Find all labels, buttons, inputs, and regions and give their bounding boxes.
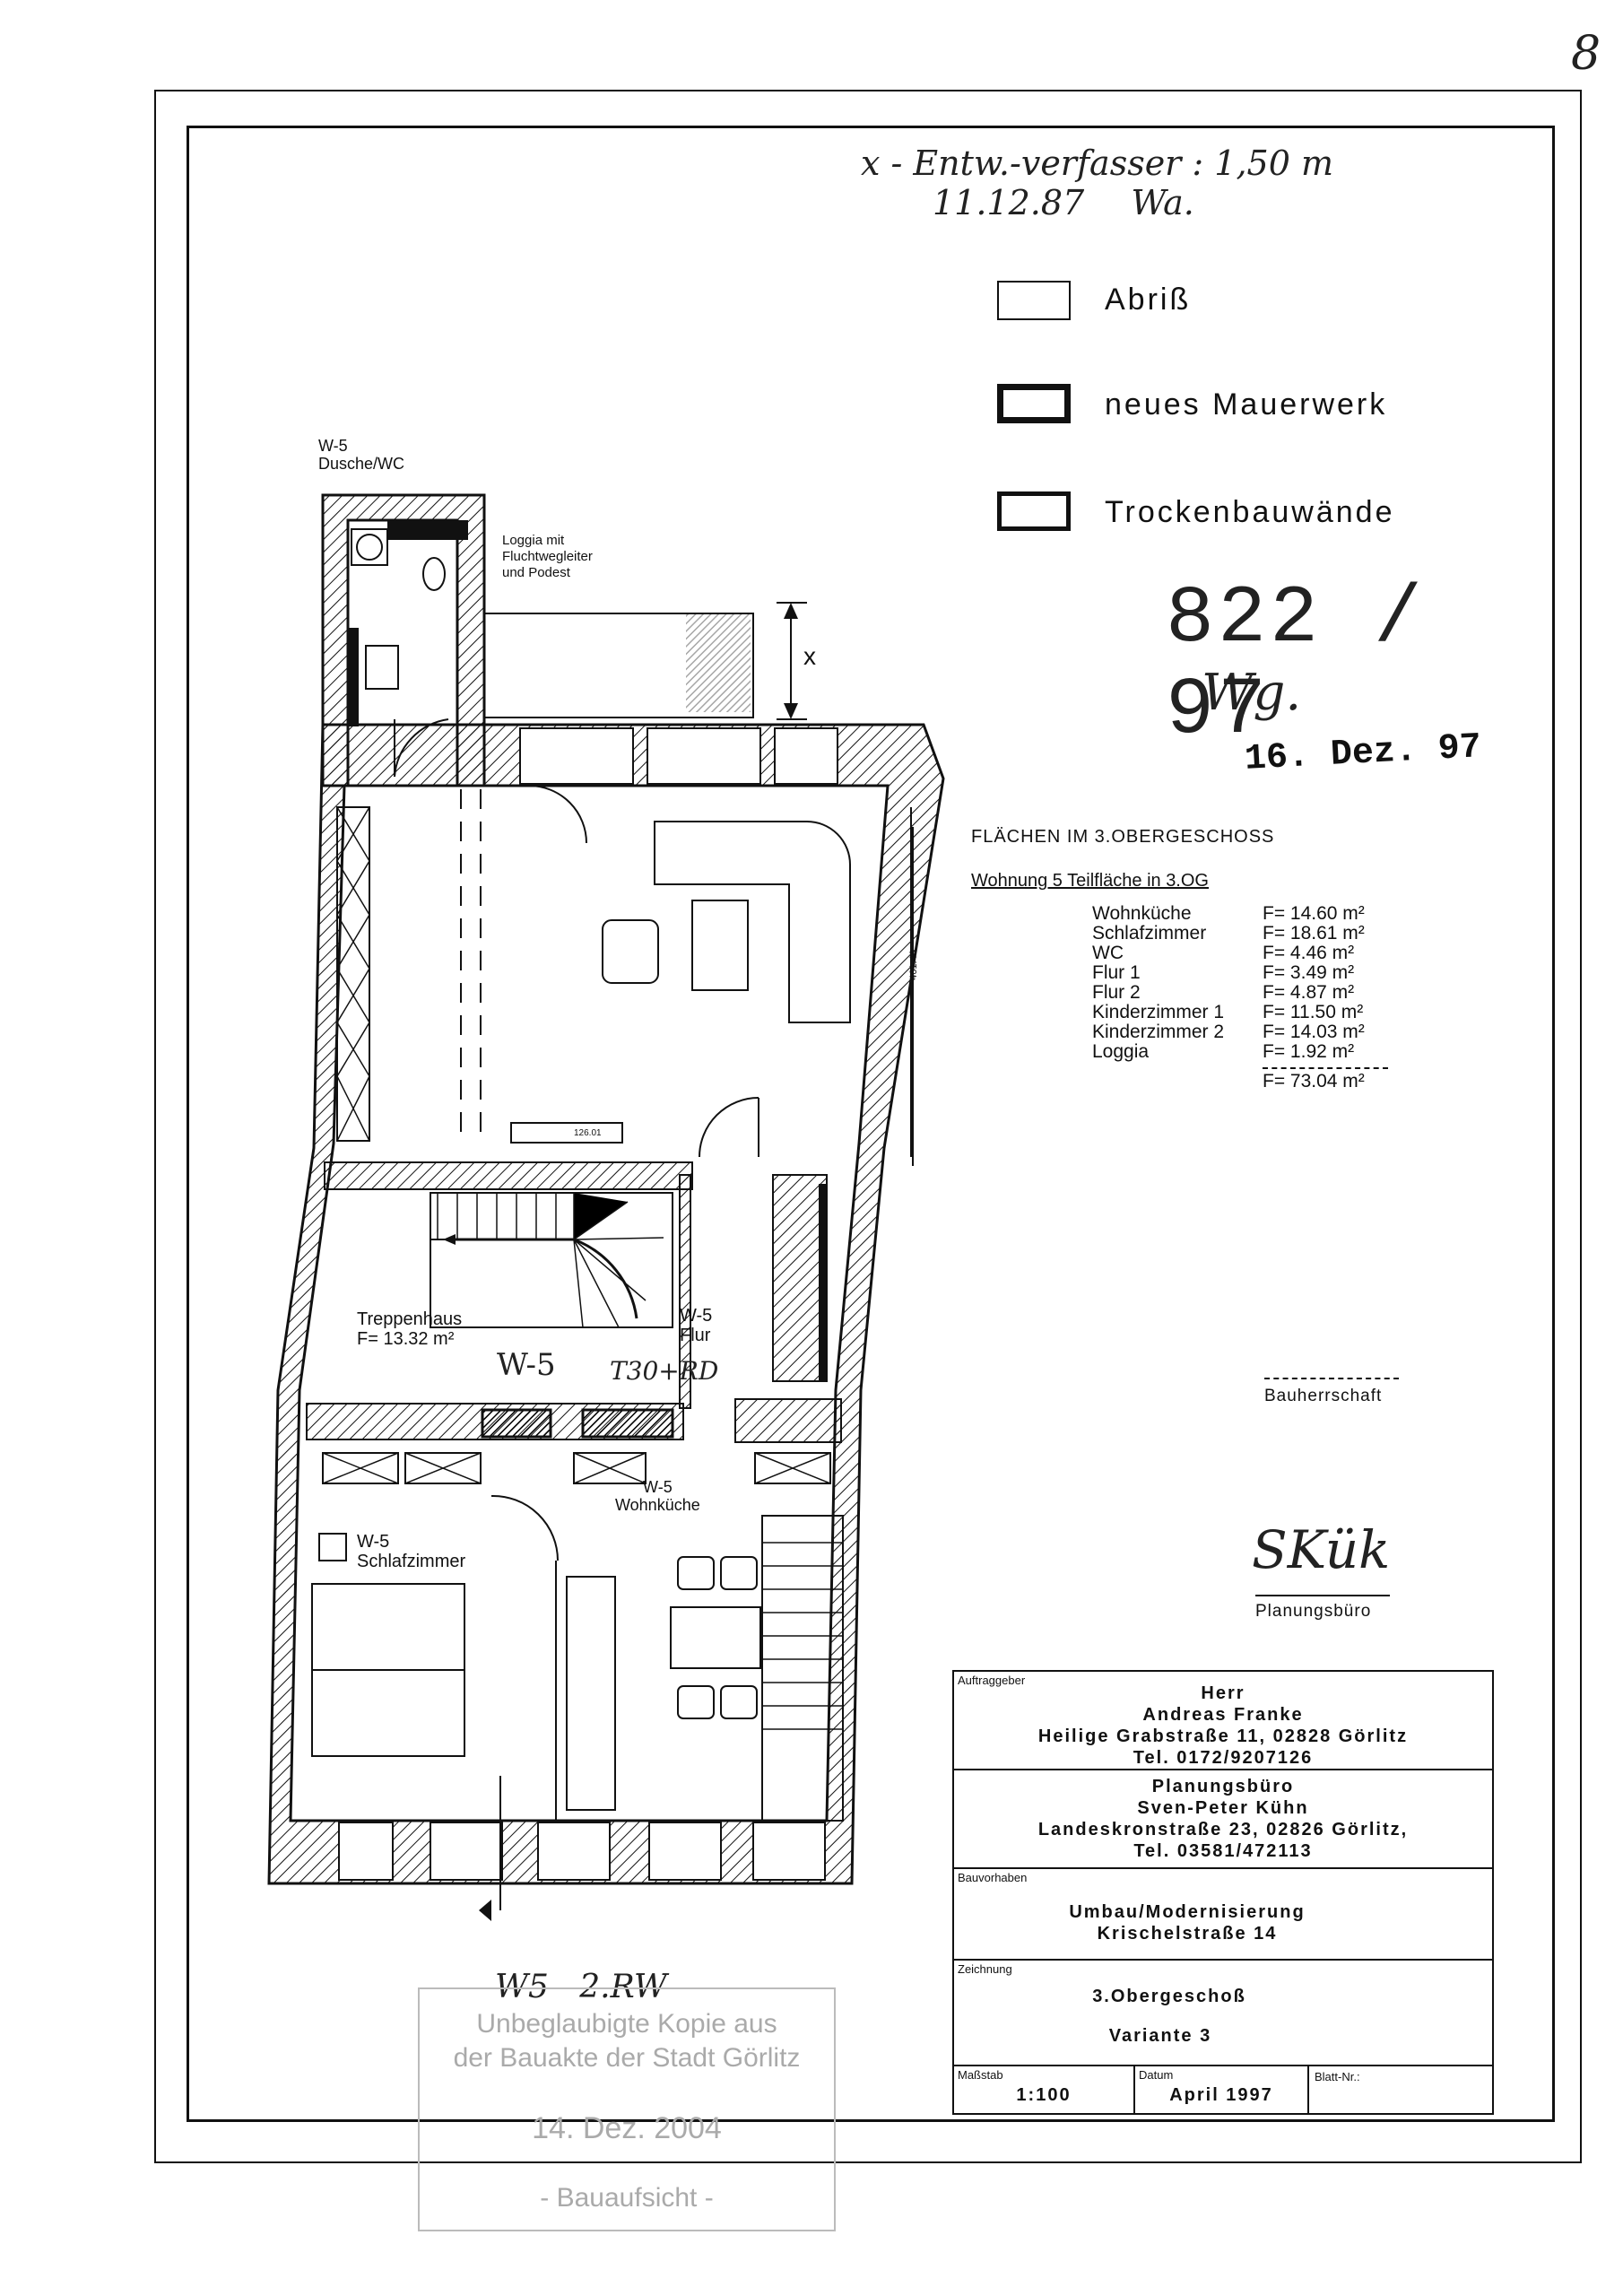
bauherr-line (1264, 1378, 1399, 1379)
area-row: Wohnküche F= 14.60 m² (1092, 904, 1437, 924)
area-row-name: Flur 1 (1092, 962, 1141, 983)
bottom-stamp-line2: der Bauakte der Stadt Görlitz (453, 2043, 801, 2073)
area-table: FLÄCHEN IM 3.OBERGESCHOSS Wohnung 5 Teil… (971, 827, 1437, 1092)
area-row: Kinderzimmer 2 F= 14.03 m² (1092, 1022, 1437, 1042)
planer-line (1255, 1595, 1390, 1596)
label-door-note: T30+RD (610, 1356, 719, 1386)
label-bath: W-5 Dusche/WC (318, 437, 405, 473)
area-row-name: Schlafzimmer (1092, 923, 1207, 944)
bottom-stamp-office: - Bauaufsicht - (540, 2183, 714, 2213)
interior-walls (306, 1161, 842, 1443)
area-row-value: F= 4.46 m² (1263, 943, 1355, 963)
label-dim-side: 461.46 (907, 950, 919, 980)
tb-date: April 1997 (1169, 2085, 1273, 2105)
area-row: Kinderzimmer 1 F= 11.50 m² (1092, 1003, 1437, 1022)
lower-rooms (311, 1452, 844, 1921)
label-dim-x: x (803, 642, 816, 670)
tb-client: Herr Andreas Franke Heilige Grabstraße 1… (1037, 1683, 1409, 1768)
legend-swatch-abriss (997, 281, 1071, 320)
area-row: Flur 1 F= 3.49 m² (1092, 963, 1437, 983)
tb-project-label: Bauvorhaben (958, 1871, 1028, 1884)
area-row-value: F= 14.03 m² (1263, 1022, 1365, 1042)
label-flur: W-5 Flur (680, 1306, 713, 1345)
label-loggia: Loggia mit Fluchtwegleiter und Podest (502, 533, 593, 580)
area-row-value: F= 18.61 m² (1263, 923, 1365, 944)
area-row-value: F= 1.92 m² (1263, 1041, 1355, 1062)
label-dim-radiator: 126.01 (574, 1128, 602, 1138)
legend-swatch-mauerwerk (997, 384, 1071, 423)
tb-drawing-label: Zeichnung (958, 1962, 1012, 1976)
approval-stamp: 822 / 97 Wg. 16. Dez. 97 (1166, 574, 1524, 789)
bottom-stamp: Unbeglaubigte Kopie aus der Bauakte der … (418, 1987, 836, 2231)
tb-project-cell: Bauvorhaben Umbau/Modernisierung Krische… (952, 1867, 1494, 1961)
tb-sheet-label: Blatt-Nr.: (1315, 2070, 1360, 2083)
handwritten-note: x - Entw.-verfasser : 1,50 m 11.12.87 Wa… (861, 144, 1333, 222)
area-row-value: F= 14.60 m² (1263, 903, 1365, 924)
tb-drawing: 3.Obergeschoß (1092, 1987, 1246, 2006)
tb-client-cell: Auftraggeber Herr Andreas Franke Heilige… (952, 1670, 1494, 1770)
tb-project: Umbau/Modernisierung Krischelstraße 14 (1069, 1902, 1306, 1944)
loggia (483, 602, 807, 720)
inner-frame (187, 126, 1555, 2122)
label-bottom-note: W5 2.RW (495, 1969, 667, 2005)
note-initials: Wa. (1131, 183, 1194, 222)
area-row-name: Kinderzimmer 2 (1092, 1022, 1225, 1042)
label-schlaf: W-5 Schlafzimmer (357, 1532, 466, 1571)
bottom-stamp-date: 14. Dez. 2004 (532, 2111, 722, 2145)
stamp-number: 822 / 97 (1166, 574, 1427, 757)
bauherr-label: Bauherrschaft (1264, 1387, 1383, 1405)
area-rows: Wohnküche F= 14.60 m² Schlafzimmer F= 18.61… (1092, 904, 1437, 1062)
outer-frame (154, 90, 1582, 2163)
legend-label-abriss: Abriß (1105, 283, 1192, 317)
planer-label: Planungsbüro (1255, 1602, 1372, 1621)
staircase (430, 1192, 673, 1328)
note-line-1: x - Entw.-verfasser : 1,50 m (861, 144, 1334, 183)
tb-client-label: Auftraggeber (958, 1674, 1026, 1687)
tb-variant: Variante 3 (1108, 2026, 1212, 2046)
living-furniture (336, 785, 912, 1158)
label-wohnkueche: W-5 Wohnküche (615, 1478, 700, 1514)
area-total: F= 73.04 m² (1263, 1071, 1365, 1091)
stamp-signature: Wg. (1202, 664, 1302, 722)
page-number: 8 (1571, 27, 1601, 81)
tb-date-label: Datum (1139, 2068, 1174, 2082)
tb-office: Planungsbüro Sven-Peter Kühn Landeskrons… (1037, 1777, 1409, 1861)
legend-label-trockenbau: Trockenbauwände (1105, 495, 1395, 529)
area-row-name: Wohnküche (1092, 903, 1192, 924)
planer-signature: SKük (1252, 1519, 1391, 1580)
tb-scale-label: Maßstab (958, 2068, 1003, 2082)
area-row: Loggia F= 1.92 m² (1092, 1042, 1437, 1062)
tb-office-cell: Planungsbüro Sven-Peter Kühn Landeskrons… (952, 1769, 1494, 1869)
tb-date-cell: Datum April 1997 (1133, 2065, 1309, 2115)
area-row-name: WC (1092, 943, 1124, 963)
area-subtitle: Wohnung 5 Teilfläche in 3.OG (971, 871, 1209, 891)
area-row-value: F= 11.50 m² (1263, 1002, 1364, 1022)
tb-drawing-cell: Zeichnung 3.Obergeschoß Variante 3 (952, 1959, 1494, 2066)
label-stair: Treppenhaus F= 13.32 m² (357, 1309, 463, 1349)
tb-scale-cell: Maßstab 1:100 (952, 2065, 1135, 2115)
area-row-name: Kinderzimmer 1 (1092, 1002, 1225, 1022)
area-row: Flur 2 F= 4.87 m² (1092, 983, 1437, 1003)
bottom-stamp-line1: Unbeglaubigte Kopie aus (476, 2009, 777, 2039)
note-line-2: 11.12.87 (933, 183, 1085, 222)
tb-sheet-cell: Blatt-Nr.: (1307, 2065, 1494, 2115)
area-title: FLÄCHEN IM 3.OBERGESCHOSS (971, 827, 1275, 847)
area-row-value: F= 4.87 m² (1263, 982, 1355, 1003)
legend-label-mauerwerk: neues Mauerwerk (1105, 387, 1388, 422)
area-row: Schlafzimmer F= 18.61 m² (1092, 924, 1437, 944)
label-door-hand: W-5 (497, 1347, 556, 1383)
area-row-name: Loggia (1092, 1041, 1150, 1062)
tb-scale: 1:100 (1016, 2085, 1072, 2105)
area-row: WC F= 4.46 m² (1092, 944, 1437, 963)
area-row-value: F= 3.49 m² (1263, 962, 1355, 983)
legend-swatch-trockenbau (997, 491, 1071, 531)
area-row-name: Flur 2 (1092, 982, 1141, 1003)
